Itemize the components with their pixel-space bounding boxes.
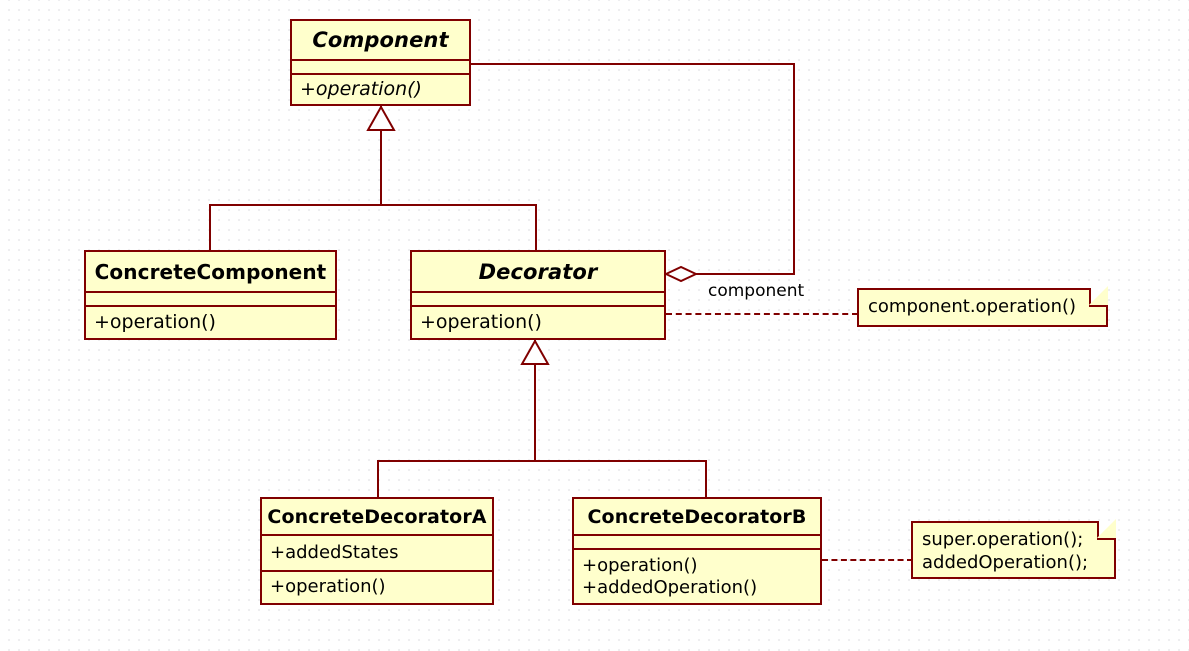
note-super-operation[interactable]: super.operation(); addedOperation(); bbox=[911, 519, 1116, 579]
note-line: component.operation() bbox=[868, 296, 1077, 317]
compartment-divider bbox=[86, 305, 335, 307]
class-name-concrete-decorator-b: ConcreteDecoratorB bbox=[587, 505, 807, 528]
attribute-item: +addedStates bbox=[270, 541, 399, 563]
generalization-arrowhead-component bbox=[366, 106, 396, 131]
generalization-drop-decorator bbox=[535, 204, 537, 252]
attributes-compartment-decorator bbox=[412, 293, 664, 305]
operations-compartment-concrete-decorator-a: +operation() bbox=[262, 572, 492, 603]
note-line: super.operation(); bbox=[922, 529, 1084, 550]
compartment-divider bbox=[86, 291, 335, 293]
operation-item: +operation() bbox=[300, 77, 422, 100]
attributes-compartment-component bbox=[292, 61, 469, 73]
compartment-divider bbox=[574, 534, 820, 536]
generalization-stem-component bbox=[380, 106, 382, 205]
generalization-arrowhead-decorator bbox=[520, 340, 550, 365]
compartment-divider bbox=[262, 570, 492, 572]
generalization-stem-decorator bbox=[534, 340, 536, 462]
class-box-concrete-decorator-b[interactable]: ConcreteDecoratorB +operation() +addedOp… bbox=[572, 497, 822, 605]
class-box-decorator[interactable]: Decorator +operation() bbox=[410, 250, 666, 340]
aggregation-role-label: component bbox=[708, 281, 805, 301]
note-fold-corner-icon bbox=[1097, 519, 1116, 540]
class-box-component[interactable]: Component +operation() bbox=[290, 19, 471, 106]
compartment-divider bbox=[412, 305, 664, 307]
generalization-drop-decorator-b bbox=[705, 460, 707, 498]
note-anchor-line-decorator-b bbox=[822, 559, 913, 561]
operation-item: +operation() bbox=[420, 310, 542, 333]
note-component-operation[interactable]: component.operation() bbox=[857, 286, 1108, 327]
aggregation-segment-right bbox=[793, 63, 795, 275]
class-name-concrete-component: ConcreteComponent bbox=[94, 259, 327, 284]
generalization-bar-component bbox=[209, 204, 537, 206]
attributes-compartment-concrete-component bbox=[86, 293, 335, 305]
generalization-drop-decorator-a bbox=[377, 460, 379, 498]
generalization-bar-decorator bbox=[377, 460, 707, 462]
aggregation-segment-top bbox=[470, 63, 795, 65]
operations-compartment-concrete-decorator-b: +operation() +addedOperation() bbox=[574, 550, 820, 603]
compartment-divider bbox=[292, 58, 469, 61]
operations-compartment-component: +operation() bbox=[292, 75, 469, 104]
class-name-decorator: Decorator bbox=[478, 259, 598, 284]
operation-item: +addedOperation() bbox=[582, 576, 758, 598]
compartment-divider bbox=[292, 72, 469, 75]
operation-item: +operation() bbox=[582, 555, 698, 577]
class-box-concrete-decorator-a[interactable]: ConcreteDecoratorA +addedStates +operati… bbox=[260, 497, 494, 605]
class-name-component: Component bbox=[312, 27, 449, 52]
note-fold-corner-icon bbox=[1089, 286, 1108, 307]
note-line: addedOperation(); bbox=[922, 552, 1089, 574]
aggregation-segment-bottom bbox=[680, 273, 795, 275]
class-name-concrete-decorator-a: ConcreteDecoratorA bbox=[267, 505, 487, 528]
aggregation-diamond bbox=[664, 265, 698, 283]
attributes-compartment-concrete-decorator-b bbox=[574, 536, 820, 548]
class-box-concrete-component[interactable]: ConcreteComponent +operation() bbox=[84, 250, 337, 340]
operation-item: +operation() bbox=[94, 310, 216, 333]
compartment-divider bbox=[262, 534, 492, 536]
operations-compartment-concrete-component: +operation() bbox=[86, 307, 335, 338]
compartment-divider bbox=[574, 548, 820, 550]
operation-item: +operation() bbox=[270, 576, 386, 598]
operations-compartment-decorator: +operation() bbox=[412, 307, 664, 338]
note-anchor-line-decorator bbox=[666, 313, 858, 315]
generalization-drop-concrete-component bbox=[209, 204, 211, 252]
compartment-divider bbox=[412, 291, 664, 293]
attributes-compartment-concrete-decorator-a: +addedStates bbox=[262, 536, 492, 570]
